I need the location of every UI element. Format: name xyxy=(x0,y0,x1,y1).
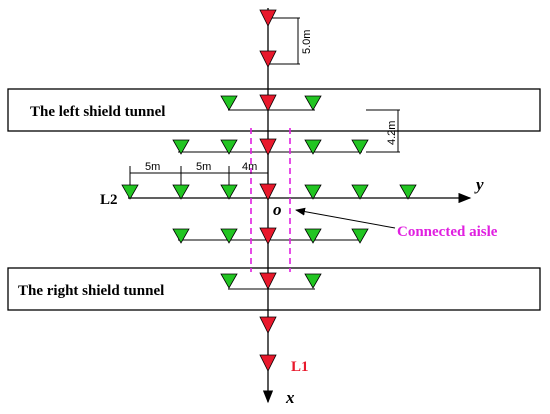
aisle-pointer-line xyxy=(295,207,396,229)
l2-label: L2 xyxy=(100,192,118,208)
green-marker xyxy=(220,184,238,200)
green-marker xyxy=(351,184,369,200)
green-marker xyxy=(304,273,322,289)
green-marker xyxy=(304,228,322,244)
red-marker xyxy=(259,272,277,290)
green-marker xyxy=(220,273,238,289)
green-marker xyxy=(172,228,190,244)
green-marker xyxy=(220,139,238,155)
green-marker xyxy=(220,228,238,244)
dim-row-spacing-label: 4.2m xyxy=(386,121,398,145)
red-marker xyxy=(259,138,277,156)
red-marker xyxy=(259,227,277,245)
right-tunnel-box xyxy=(7,267,541,311)
green-marker xyxy=(172,184,190,200)
left-tunnel-box xyxy=(7,88,541,132)
red-marker xyxy=(259,50,277,68)
red-marker xyxy=(259,183,277,201)
green-markers xyxy=(121,95,417,289)
dim-spacing-a-label: 5m xyxy=(145,161,160,173)
dim-spacing-c-label: 4m xyxy=(242,161,257,173)
green-marker xyxy=(399,184,417,200)
red-marker xyxy=(259,9,277,27)
green-marker xyxy=(304,184,322,200)
red-marker xyxy=(259,354,277,372)
connected-aisle-label: Connected aisle xyxy=(397,224,498,240)
green-marker xyxy=(304,139,322,155)
green-marker xyxy=(351,139,369,155)
x-axis-label: x xyxy=(285,388,295,407)
l1-label: L1 xyxy=(291,359,309,375)
y-axis-label: y xyxy=(474,175,484,194)
green-marker xyxy=(304,95,322,111)
dim-spacing-b-label: 5m xyxy=(196,161,211,173)
red-marker xyxy=(259,94,277,112)
red-marker xyxy=(259,316,277,334)
red-markers xyxy=(259,9,277,372)
right-tunnel-label: The right shield tunnel xyxy=(18,283,164,299)
green-marker xyxy=(121,184,139,200)
origin-label: o xyxy=(273,200,282,219)
green-marker xyxy=(172,139,190,155)
left-tunnel-label: The left shield tunnel xyxy=(30,104,165,120)
green-marker xyxy=(351,228,369,244)
green-marker xyxy=(220,95,238,111)
dim-vertical-spacing-label: 5.0m xyxy=(301,30,313,54)
